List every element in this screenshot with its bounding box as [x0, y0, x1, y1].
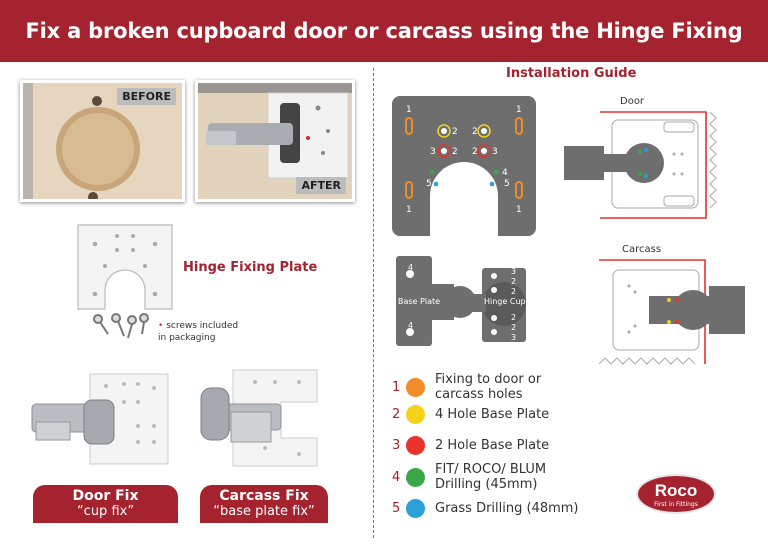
carcass-fix-title: Carcass Fix: [219, 488, 309, 504]
legend-item-5: 5 Grass Drilling (48mm): [392, 499, 579, 518]
legend-num: 1: [392, 379, 401, 395]
legend-dot-yellow: [406, 405, 425, 424]
legend-dot-green: [406, 467, 425, 487]
broken-door-image: [23, 83, 182, 199]
before-photo: BEFORE: [20, 80, 185, 202]
plate-num: 2: [472, 127, 478, 137]
legend-dot-red: [406, 436, 425, 455]
legend-text: 2 Hole Base Plate: [435, 438, 550, 453]
after-tag: AFTER: [296, 177, 346, 194]
plate-num: 3: [430, 147, 436, 157]
cup-num: 3: [511, 267, 516, 276]
logo-wordmark: Roco: [654, 481, 698, 500]
screws-icon: [93, 313, 149, 339]
door-fix-title: Door Fix: [72, 488, 139, 504]
legend-dot-orange: [406, 377, 425, 397]
header-banner: Fix a broken cupboard door or carcass us…: [0, 0, 768, 105]
carcass-label: Carcass: [622, 244, 662, 255]
plate-num: 5: [504, 179, 510, 189]
after-photo: AFTER: [195, 80, 355, 202]
diagram-label: Base Plate: [398, 297, 440, 306]
plate-num: 1: [406, 205, 412, 215]
guide-title: Installation Guide: [506, 66, 637, 81]
legend-dot-blue: [406, 499, 425, 518]
legend-num: 4: [392, 469, 401, 485]
plate-num: 2: [452, 127, 458, 137]
plate-num: 2: [472, 147, 478, 157]
legend-num: 2: [392, 407, 401, 422]
cup-num: 3: [511, 333, 516, 342]
cup-num: 2: [511, 313, 516, 322]
legend-num: 3: [392, 438, 401, 453]
cup-num: 2: [511, 323, 516, 332]
page-title: Fix a broken cupboard door or carcass us…: [25, 19, 743, 105]
door-fix-subtitle: “cup fix”: [76, 504, 135, 519]
product-title: Hinge Fixing Plate: [183, 260, 318, 275]
plate-num: 3: [492, 147, 498, 157]
dashed-divider: [373, 68, 374, 538]
plate-num: 5: [426, 179, 432, 189]
base-num: 4: [408, 321, 413, 330]
legend-text: 4 Hole Base Plate: [435, 407, 550, 422]
plate-hole-diagram: 1 2 3 2 4 5 1 1 2 2 3 4 5 1: [392, 96, 536, 236]
cup-num: 2: [511, 287, 516, 296]
plate-num: 4: [502, 168, 508, 178]
door-fix-image: [31, 373, 169, 465]
plate-num: 1: [516, 105, 522, 115]
plate-num: 1: [406, 105, 412, 115]
carcass-fix-badge: Carcass Fix “base plate fix”: [200, 485, 328, 523]
legend-text: Grass Drilling (48mm): [435, 501, 579, 516]
diagram-label: Hinge Cup: [484, 297, 526, 306]
bullet-icon: •: [158, 321, 164, 331]
carcass-fix-image: [200, 369, 318, 467]
door-fix-badge: Door Fix “cup fix”: [33, 485, 178, 523]
legend-item-2: 2 4 Hole Base Plate: [392, 405, 549, 424]
cup-num: 2: [511, 277, 516, 286]
base-num: 4: [408, 263, 413, 272]
hinge-fixing-plate-image: [77, 224, 173, 310]
repaired-hinge-image: [198, 83, 352, 199]
legend-item-3: 3 2 Hole Base Plate: [392, 436, 549, 455]
plate-num: 1: [516, 205, 522, 215]
carcass-diagram: [598, 259, 745, 365]
base-plate-hinge-cup-diagram: Base Plate Hinge Cup 4 4 3 2 2 2 2 3: [396, 256, 526, 346]
door-label: Door: [620, 96, 645, 107]
legend-num: 5: [392, 501, 401, 516]
screws-note: • screws included in packaging: [158, 321, 239, 343]
logo-tagline: First in Fittings: [654, 501, 698, 508]
plate-num: 2: [452, 147, 458, 157]
before-tag: BEFORE: [117, 88, 176, 105]
door-diagram: [564, 111, 717, 219]
plate-num: 4: [440, 168, 446, 178]
carcass-fix-subtitle: “base plate fix”: [213, 504, 315, 519]
roco-logo: Roco First in Fittings: [636, 474, 716, 514]
